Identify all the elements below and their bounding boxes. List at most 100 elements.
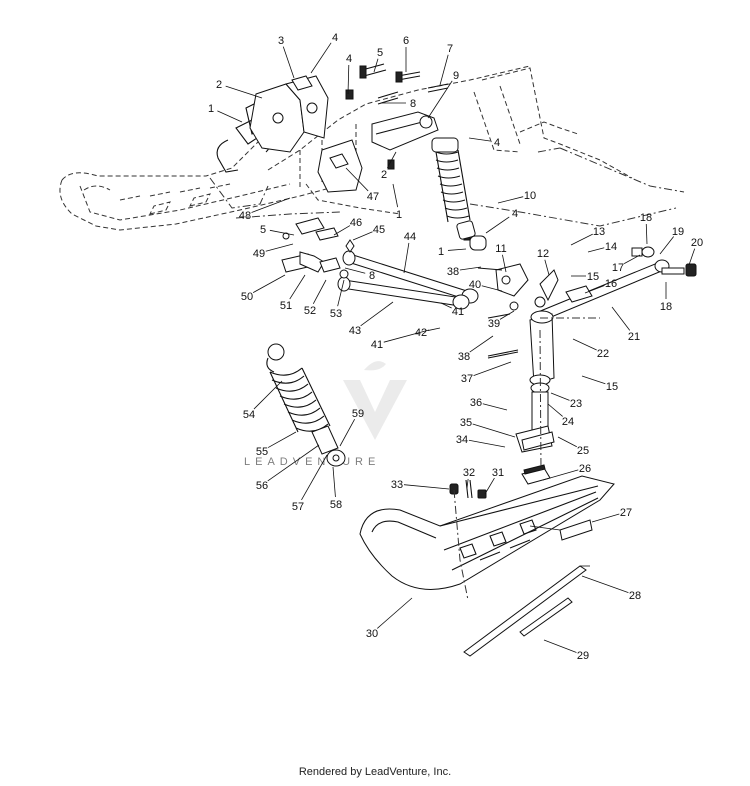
footer-credit: Rendered by LeadVenture, Inc. — [298, 766, 452, 778]
leader-line-c32 — [466, 478, 469, 489]
leader-line-c47 — [345, 167, 369, 192]
leader-line-c36 — [482, 403, 508, 411]
callout-c28: 28 — [629, 590, 641, 602]
tie-rod — [537, 246, 697, 321]
callout-c15a: 15 — [587, 271, 599, 283]
radius-rods — [337, 250, 479, 310]
callout-c8b: 8 — [369, 270, 375, 282]
shock-rear — [266, 343, 346, 467]
leader-line-c10 — [497, 196, 524, 204]
callout-c32: 32 — [463, 467, 475, 479]
callout-c46: 46 — [350, 217, 362, 229]
leader-line-c25 — [557, 436, 577, 448]
callout-c44: 44 — [404, 231, 416, 243]
leader-line-c52 — [312, 279, 327, 305]
callout-c2a: 2 — [216, 79, 222, 91]
leader-line-c15b — [581, 375, 606, 385]
callout-c21: 21 — [628, 331, 640, 343]
leader-line-c33 — [403, 484, 450, 490]
leader-line-c23 — [550, 392, 570, 401]
leader-line-c37 — [473, 361, 512, 376]
callout-c25: 25 — [577, 445, 589, 457]
callout-c57: 57 — [292, 501, 304, 513]
leader-line-c55 — [267, 431, 297, 448]
callout-c34: 34 — [456, 434, 468, 446]
callout-c55: 55 — [256, 446, 268, 458]
leader-line-c49 — [265, 243, 294, 252]
leader-line-c56 — [267, 444, 320, 482]
callout-c45: 45 — [373, 224, 385, 236]
leader-line-c4a — [310, 42, 332, 74]
leader-line-c7 — [439, 54, 449, 86]
leader-line-c22 — [572, 338, 597, 351]
callout-c1b: 1 — [438, 246, 444, 258]
callout-c49: 49 — [253, 248, 265, 260]
leader-line-c51 — [289, 274, 306, 300]
leader-line-c50 — [252, 274, 286, 293]
callout-c31: 31 — [492, 467, 504, 479]
callout-c10: 10 — [524, 190, 536, 202]
left-small-parts — [281, 217, 355, 279]
leader-line-c11 — [502, 254, 507, 273]
leader-line-c1c — [392, 183, 399, 208]
leader-line-c4c — [468, 137, 491, 142]
callout-c4c: 4 — [494, 137, 500, 149]
centerlines — [453, 317, 600, 601]
callout-c9: 9 — [453, 70, 459, 82]
leader-line-c41b — [383, 329, 430, 343]
rocker-arm — [371, 111, 439, 151]
callout-c50: 50 — [241, 291, 253, 303]
leader-line-c30 — [377, 597, 413, 629]
callout-c4a: 4 — [332, 32, 338, 44]
leader-line-c12 — [544, 259, 550, 276]
callout-c38b: 38 — [458, 351, 470, 363]
leader-line-c38b — [469, 335, 494, 353]
callout-c4b: 4 — [346, 53, 352, 65]
bracket-plate-47 — [317, 139, 363, 193]
leader-line-c2a — [225, 85, 263, 99]
callout-c39: 39 — [488, 318, 500, 330]
callout-c18b: 18 — [660, 301, 672, 313]
callout-c38a: 38 — [447, 266, 459, 278]
leader-line-c57 — [301, 454, 328, 501]
callout-c17: 17 — [612, 262, 624, 274]
callout-c4d: 4 — [512, 208, 518, 220]
leader-line-c38a — [459, 266, 482, 271]
leader-line-c45 — [352, 231, 373, 241]
callout-c5a: 5 — [377, 47, 383, 59]
callout-c33: 33 — [391, 479, 403, 491]
callout-c3: 3 — [278, 35, 284, 47]
callout-c19: 19 — [672, 226, 684, 238]
leader-line-c53 — [337, 279, 345, 307]
leader-line-c20 — [688, 248, 696, 266]
leader-line-c41a — [440, 302, 452, 309]
leader-line-c24 — [547, 403, 563, 417]
spindle — [515, 310, 555, 485]
leader-line-c29 — [543, 639, 577, 653]
leader-line-c58 — [332, 466, 336, 498]
callout-c18a: 18 — [640, 212, 652, 224]
callout-c42: 42 — [415, 327, 427, 339]
callout-c41b: 41 — [371, 339, 383, 351]
leader-line-c13 — [570, 233, 593, 246]
callout-c16: 16 — [605, 278, 617, 290]
leader-line-c17 — [623, 254, 641, 264]
callout-c58: 58 — [330, 499, 342, 511]
leader-line-c14 — [587, 247, 605, 253]
callout-c1a: 1 — [208, 103, 214, 115]
callout-c43: 43 — [349, 325, 361, 337]
leader-line-c42 — [427, 327, 441, 331]
callout-c41a: 41 — [452, 306, 464, 318]
ski — [359, 475, 615, 657]
leader-line-c4d — [485, 216, 510, 234]
leader-line-c31 — [484, 477, 495, 495]
leader-line-c4b — [347, 64, 350, 95]
leader-line-c46 — [333, 225, 351, 236]
leader-line-c54 — [253, 380, 283, 410]
chassis-outline — [59, 65, 685, 231]
callout-c15b: 15 — [606, 381, 618, 393]
callout-c35: 35 — [460, 417, 472, 429]
callout-c2b: 2 — [381, 169, 387, 181]
leader-line-c27 — [591, 513, 620, 523]
leader-line-c3 — [282, 46, 295, 79]
